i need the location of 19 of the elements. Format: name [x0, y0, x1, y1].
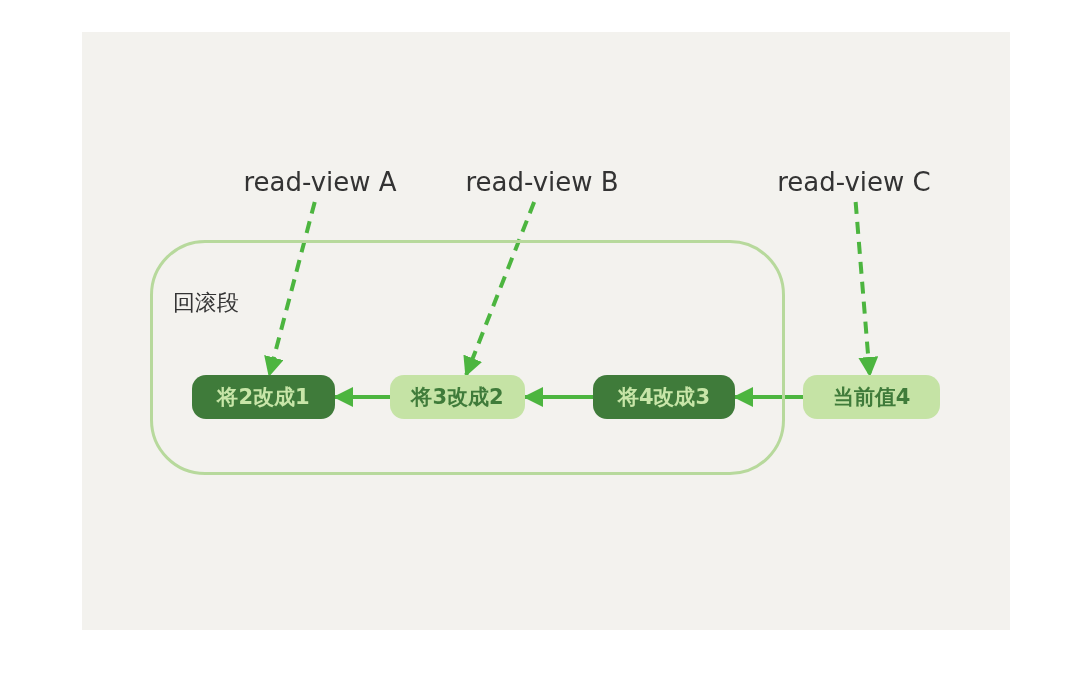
version-text: 将3改成2 [411, 384, 504, 411]
version-text: 将2改成1 [217, 384, 310, 411]
view-label: read-view A [243, 167, 397, 197]
arrow [523, 387, 593, 407]
version-text: 将4改成3 [617, 384, 711, 411]
view-label: read-view C [777, 167, 931, 197]
arrow [333, 387, 390, 407]
version-box [803, 375, 940, 419]
version-box [593, 375, 735, 419]
group-outline [150, 240, 785, 475]
group-label: 回滚段 [173, 289, 239, 317]
version-text: 当前值4 [832, 384, 911, 411]
arrow [853, 201, 879, 377]
version-box [192, 375, 335, 419]
version-box [390, 375, 525, 419]
arrow [463, 201, 536, 377]
view-label: read-view B [465, 167, 619, 197]
arrow [733, 387, 803, 407]
arrow [264, 201, 317, 377]
